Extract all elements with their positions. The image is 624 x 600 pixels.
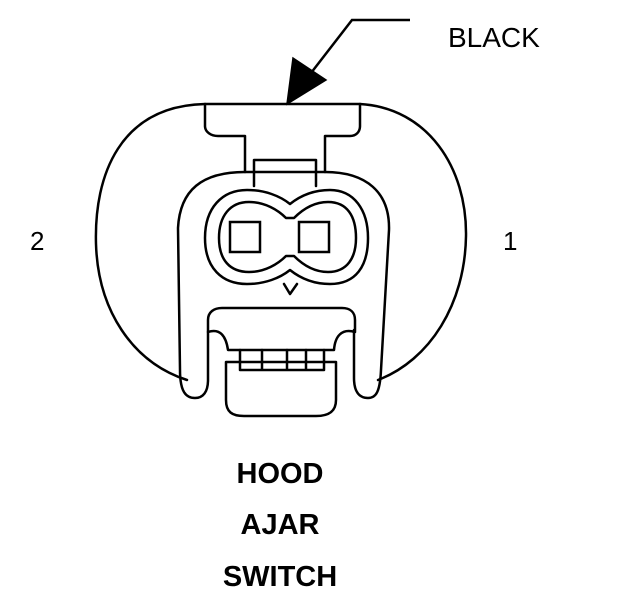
- cavity-outer: [203, 188, 370, 286]
- callout-arrowhead: [286, 56, 328, 106]
- wire-color-label: BLACK: [448, 22, 540, 53]
- housing-right-wall: [323, 170, 391, 400]
- cavity-notch: [282, 282, 299, 296]
- pin-2-label: 2: [30, 226, 45, 256]
- lower-channel: [206, 306, 357, 352]
- key-block: [224, 360, 338, 418]
- connector-body-outline: [94, 102, 468, 382]
- pin-1-label: 1: [503, 226, 518, 256]
- pin-1-terminal: [297, 220, 331, 254]
- title-line-2: AJAR: [240, 509, 320, 541]
- housing-left-wall: [176, 170, 247, 400]
- pin-2-terminal: [228, 220, 262, 254]
- title-line-3: SWITCH: [222, 561, 338, 593]
- latch-slot: [252, 158, 318, 188]
- key-block-ridge: [238, 348, 326, 372]
- title-line-1: HOOD: [236, 458, 324, 490]
- cavity-inner: [217, 200, 358, 274]
- latch-tab: [203, 102, 362, 174]
